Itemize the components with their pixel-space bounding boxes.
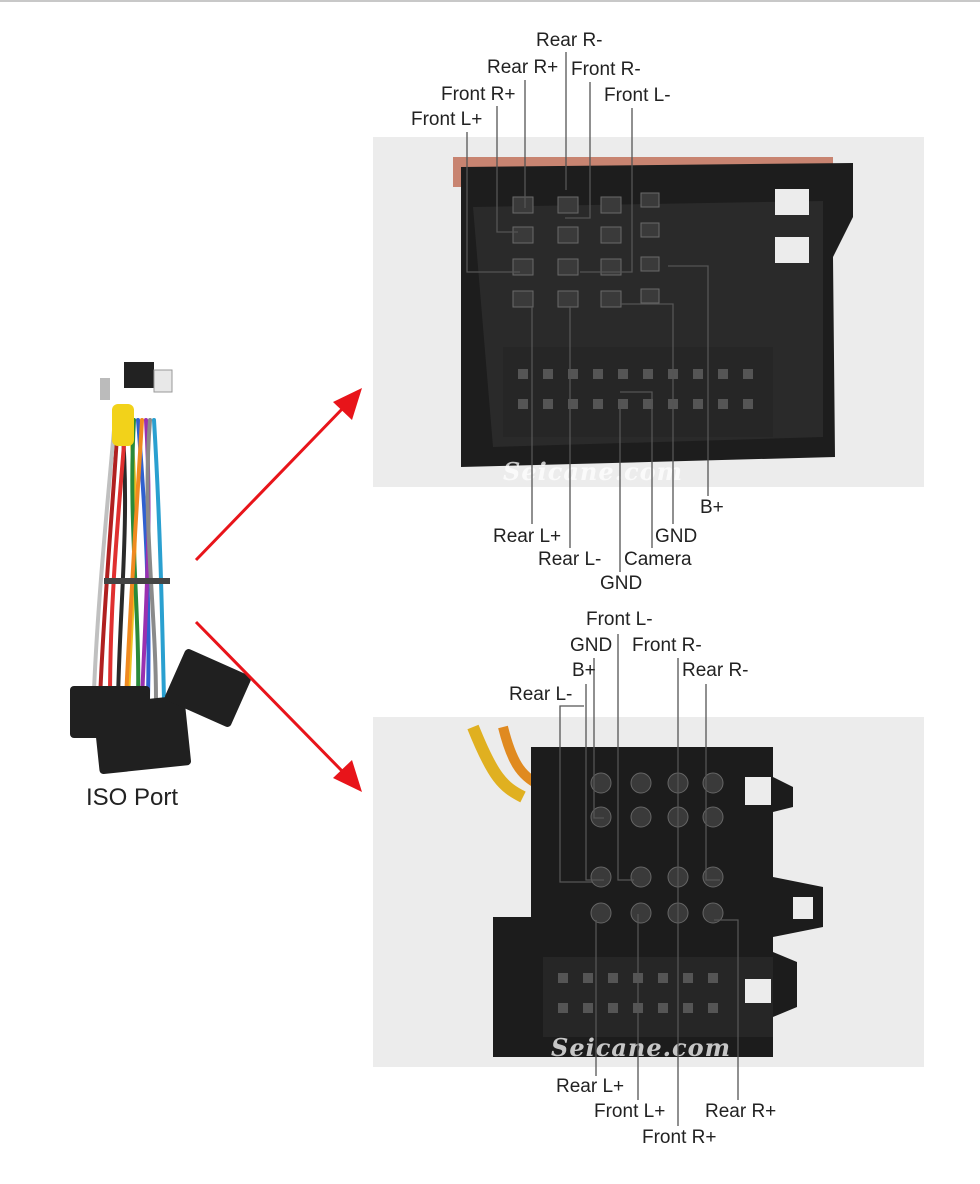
- watermark-bottom: Seicane.com: [551, 1033, 731, 1062]
- iso-port-caption: ISO Port: [86, 784, 179, 811]
- pin-label-gnd: GND: [655, 526, 698, 547]
- pin-label-front-r-plus-b: Front R+: [642, 1127, 717, 1148]
- pin-label-rear-l-plus-b: Rear L+: [556, 1076, 625, 1097]
- small-connector-white: [153, 369, 173, 393]
- pin-label-rear-l-plus: Rear L+: [493, 526, 562, 547]
- small-connector-black: [124, 362, 154, 388]
- arrow-down-head: [333, 760, 362, 792]
- pin-label-front-l-minus-b: Front L-: [586, 609, 653, 630]
- pin-label-camera: Camera: [624, 549, 692, 570]
- pin-label-rear-r-minus-b: Rear R-: [682, 660, 749, 681]
- arrow-up-head: [333, 388, 362, 420]
- pin-label-front-r-plus: Front R+: [441, 84, 516, 105]
- pin-label-rear-r-plus-b: Rear R+: [705, 1101, 777, 1122]
- pin-label-rear-l-minus-b: Rear L-: [509, 684, 573, 705]
- pin-label-b-plus-b: B+: [572, 660, 596, 681]
- pin-label-front-l-plus-b: Front L+: [594, 1101, 666, 1122]
- top-connector-photo: Seicane.com: [373, 137, 924, 487]
- pin-label-gnd-2: GND: [600, 573, 643, 594]
- pin-label-front-r-minus-b: Front R-: [632, 635, 702, 656]
- top-divider: [0, 0, 980, 2]
- pin-label-front-l-plus: Front L+: [411, 109, 483, 130]
- pin-label-rear-l-minus: Rear L-: [538, 549, 602, 570]
- pin-label-front-l-minus: Front L-: [604, 85, 671, 106]
- rca-plug-tip: [100, 378, 110, 400]
- pin-label-rear-r-minus: Rear R-: [536, 30, 603, 51]
- pin-label-front-r-minus: Front R-: [571, 59, 641, 80]
- rca-plug-body: [112, 404, 134, 446]
- pin-label-gnd-b: GND: [570, 635, 613, 656]
- pin-label-b-plus: B+: [700, 497, 724, 518]
- pin-label-rear-r-plus: Rear R+: [487, 57, 559, 78]
